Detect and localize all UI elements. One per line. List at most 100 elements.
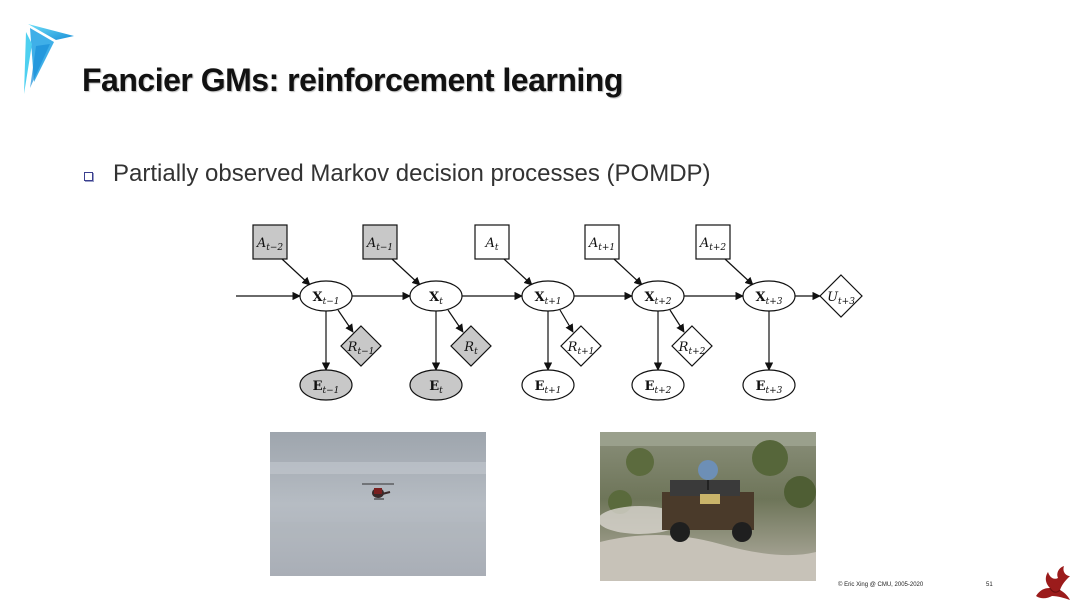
bullet-text: Partially observed Markov decision proce… <box>113 160 711 187</box>
evidence-symbol: E <box>645 379 655 394</box>
reward-subscript: t+2 <box>688 347 705 357</box>
reward-node: Rt+1 <box>560 325 602 367</box>
reward-subscript: t−1 <box>357 347 374 357</box>
autonomous-vehicle-photo <box>600 432 816 581</box>
svg-text:Rt+2: Rt+2 <box>678 340 706 357</box>
utility-node: Ut+3 <box>819 274 863 318</box>
utility-symbol: U <box>827 290 839 305</box>
action-node: At−2 <box>252 224 288 260</box>
page-number: 51 <box>986 582 993 588</box>
svg-text:Et+2: Et+2 <box>645 379 672 396</box>
svg-text:At+2: At+2 <box>699 236 727 253</box>
evidence-subscript: t+2 <box>655 386 672 396</box>
svg-text:Et+1: Et+1 <box>535 379 562 396</box>
edge-arrow <box>503 258 533 286</box>
edge-arrow <box>559 309 574 333</box>
evidence-subscript: t+3 <box>766 386 783 396</box>
action-subscript: t−2 <box>266 243 283 253</box>
reward-subscript: t+1 <box>577 347 594 357</box>
evidence-node: Et+1 <box>521 369 575 401</box>
state-subscript: t <box>439 297 443 307</box>
action-node: At−1 <box>362 224 398 260</box>
action-symbol: A <box>699 236 709 251</box>
evidence-symbol: E <box>756 379 766 394</box>
evidence-symbol: E <box>535 379 545 394</box>
state-subscript: t+2 <box>655 297 672 307</box>
reward-node: Rt <box>450 325 492 367</box>
edge-arrow <box>669 309 685 333</box>
logo-icon <box>24 24 74 94</box>
reward-symbol: R <box>567 340 578 355</box>
svg-text:At−2: At−2 <box>256 236 284 253</box>
reward-symbol: R <box>678 340 689 355</box>
reward-symbol: R <box>347 340 358 355</box>
svg-text:Xt−1: Xt−1 <box>313 290 340 307</box>
action-symbol: A <box>366 236 376 251</box>
bullet-item: Partially observed Markov decision proce… <box>84 160 711 188</box>
state-symbol: X <box>313 290 324 305</box>
action-symbol: A <box>484 236 494 251</box>
copyright-text: © Eric Xing @ CMU, 2005-2020 <box>838 582 924 588</box>
state-subscript: t−1 <box>323 297 340 307</box>
edge-arrow <box>391 258 421 286</box>
svg-text:Xt+3: Xt+3 <box>756 290 783 307</box>
svg-text:At: At <box>484 236 498 253</box>
svg-text:Xt: Xt <box>429 290 443 307</box>
evidence-subscript: t+1 <box>545 386 562 396</box>
state-node: Xt+2 <box>631 280 685 312</box>
reward-node: Rt−1 <box>340 325 382 367</box>
evidence-node: Et+3 <box>742 369 796 401</box>
evidence-symbol: E <box>429 379 439 394</box>
edge-arrow <box>281 258 311 286</box>
edge-arrow <box>724 258 754 286</box>
svg-text:At+1: At+1 <box>588 236 615 253</box>
helicopter-photo <box>270 432 486 576</box>
evidence-symbol: E <box>313 379 323 394</box>
svg-text:Rt−1: Rt−1 <box>347 340 375 357</box>
svg-text:Xt+2: Xt+2 <box>645 290 672 307</box>
action-symbol: A <box>588 236 598 251</box>
svg-text:Xt+1: Xt+1 <box>535 290 562 307</box>
action-node: At <box>474 224 510 260</box>
action-subscript: t+2 <box>709 243 726 253</box>
action-symbol: A <box>256 236 266 251</box>
reward-subscript: t <box>474 347 478 357</box>
cmu-dragon-logo-icon <box>1036 566 1070 600</box>
square-bullet-icon <box>84 171 93 181</box>
state-symbol: X <box>645 290 656 305</box>
svg-text:Et: Et <box>429 379 443 396</box>
utility-subscript: t+3 <box>838 297 855 307</box>
action-node: At+1 <box>584 224 620 260</box>
svg-text:Ut+3: Ut+3 <box>827 290 855 307</box>
reward-symbol: R <box>463 340 474 355</box>
svg-text:Rt+1: Rt+1 <box>567 340 595 357</box>
svg-text:Et+3: Et+3 <box>756 379 783 396</box>
edge-arrow <box>613 258 643 286</box>
action-subscript: t <box>495 243 499 253</box>
reward-node: Rt+2 <box>671 325 713 367</box>
state-node: Xt−1 <box>299 280 353 312</box>
state-symbol: X <box>535 290 546 305</box>
state-subscript: t+1 <box>545 297 562 307</box>
svg-text:At−1: At−1 <box>366 236 393 253</box>
state-subscript: t+3 <box>766 297 783 307</box>
state-node: Xt <box>409 280 463 312</box>
evidence-subscript: t <box>439 386 443 396</box>
svg-text:Rt: Rt <box>463 340 478 357</box>
evidence-node: Et−1 <box>299 369 353 401</box>
state-node: Xt+1 <box>521 280 575 312</box>
evidence-node: Et <box>409 369 463 401</box>
state-node: Xt+3 <box>742 280 796 312</box>
action-subscript: t−1 <box>376 243 393 253</box>
state-symbol: X <box>756 290 767 305</box>
edge-arrow <box>337 309 354 333</box>
evidence-subscript: t−1 <box>323 386 340 396</box>
humvee-icon <box>662 460 754 542</box>
svg-text:Et−1: Et−1 <box>313 379 340 396</box>
action-node: At+2 <box>695 224 731 260</box>
evidence-node: Et+2 <box>631 369 685 401</box>
edge-arrow <box>447 309 464 333</box>
action-subscript: t+1 <box>598 243 615 253</box>
